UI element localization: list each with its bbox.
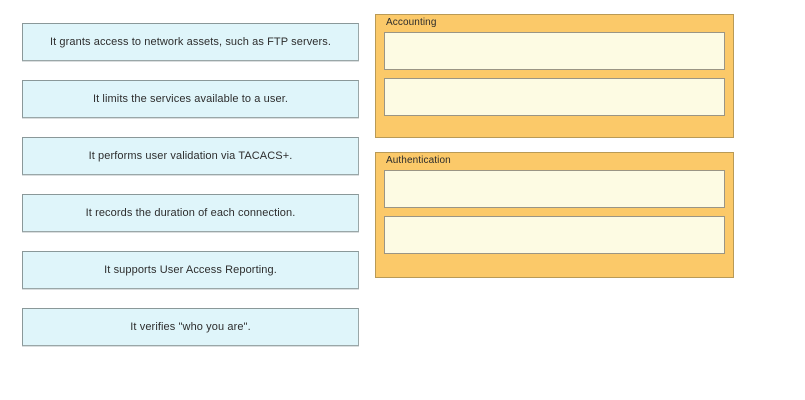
category-panel-accounting: Accounting [375,14,734,138]
category-panel-title: Authentication [386,155,451,166]
option-tile[interactable]: It supports User Access Reporting. [22,251,359,289]
drop-slot[interactable] [384,216,725,254]
category-panel-title: Accounting [386,17,437,28]
option-tile[interactable]: It grants access to network assets, such… [22,23,359,61]
category-panels-column: Accounting Authentication [375,14,734,278]
option-tile-label: It limits the services available to a us… [92,92,289,105]
drop-slot[interactable] [384,170,725,208]
category-panel-authentication: Authentication [375,152,734,278]
option-tile[interactable]: It records the duration of each connecti… [22,194,359,232]
option-tiles-column: It grants access to network assets, such… [22,23,359,346]
option-tile[interactable]: It limits the services available to a us… [22,80,359,118]
option-tile[interactable]: It performs user validation via TACACS+. [22,137,359,175]
drop-slot[interactable] [384,78,725,116]
option-tile-label: It performs user validation via TACACS+. [88,149,293,162]
drop-slot[interactable] [384,32,725,70]
option-tile-label: It grants access to network assets, such… [49,35,332,48]
option-tile[interactable]: It verifies "who you are". [22,308,359,346]
option-tile-label: It supports User Access Reporting. [104,263,277,276]
option-tile-label: It verifies "who you are". [130,320,251,333]
option-tile-label: It records the duration of each connecti… [85,206,296,219]
